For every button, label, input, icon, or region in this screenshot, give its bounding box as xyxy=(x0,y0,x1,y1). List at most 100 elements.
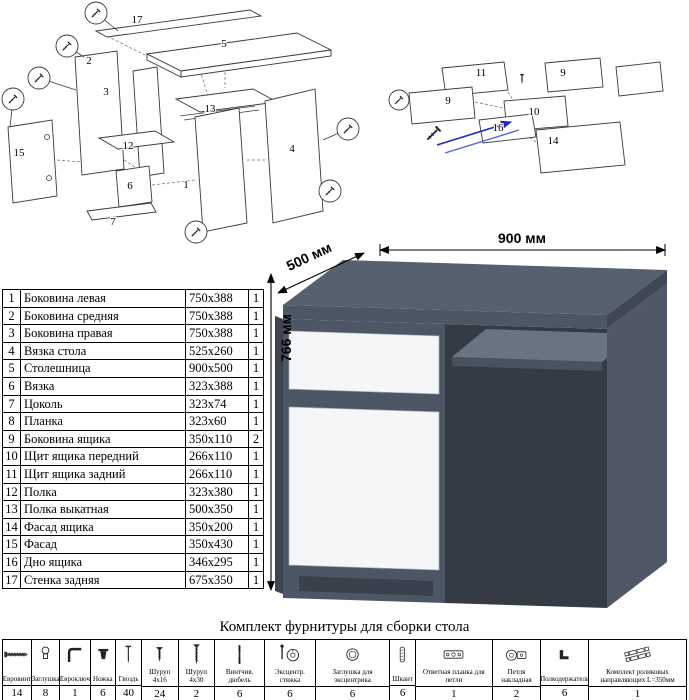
panel-rolling-shelf xyxy=(174,88,279,113)
panel-shelf xyxy=(97,130,176,150)
parts-table-row: 7 Цоколь 323x74 1 xyxy=(2,394,264,414)
hardware-item-label: Заглушка xyxy=(31,674,60,683)
hardware-item-cell: Ответная планка для петли 1 xyxy=(415,639,493,700)
assembled-desk-figure: 900 мм 500 мм 766 мм xyxy=(267,230,667,608)
part-label: 13 xyxy=(205,103,217,115)
part-qty: 1 xyxy=(248,341,264,361)
hardware-item-qty: 6 xyxy=(90,685,116,700)
part-label: 3 xyxy=(103,86,109,98)
hardware-item-label: Шкант xyxy=(392,674,413,683)
hardware-item-icon xyxy=(551,641,578,668)
hardware-item-cell: Евровинт 14 xyxy=(2,639,32,700)
hardware-item-label: Евровинт xyxy=(2,674,32,683)
parts-table-row: 2 Боковина средняя 750x388 1 xyxy=(2,306,264,326)
part-number: 5 xyxy=(2,359,21,378)
parts-list-table: 1 Боковина левая 750x388 1 2 Боковина ср… xyxy=(2,289,264,590)
parts-table-row: 15 Фасад 350x430 1 xyxy=(2,535,264,554)
hardware-item-icon xyxy=(226,641,253,668)
hardware-item-icon xyxy=(3,641,30,668)
part-name: Стенка задняя xyxy=(20,570,186,590)
hardware-item-iconbox xyxy=(215,640,264,668)
hardware-item-qty: 6 xyxy=(541,685,589,700)
part-label: 16 xyxy=(493,122,505,134)
panel-back-wall xyxy=(94,9,263,38)
parts-table-row: 11 Щит ящика задний 266x110 1 xyxy=(2,464,264,484)
fastener-callout xyxy=(84,1,119,32)
hardware-item-cell: Винтчив. дюбель 6 xyxy=(214,639,266,700)
hardware-item-icon xyxy=(276,641,303,668)
hardware-item-iconbox xyxy=(589,640,686,668)
panel-desktop-side-edge xyxy=(180,49,332,78)
part-number: 1 xyxy=(2,289,21,308)
hardware-kit-table: Евровинт 14 Заглушка 8 Е xyxy=(2,639,688,700)
hardware-item-label: Гвоздь xyxy=(118,674,139,683)
hardware-icon-glyph xyxy=(156,647,163,662)
part-size: 750x388 xyxy=(185,306,249,326)
panel-drawer-back xyxy=(441,61,509,97)
part-size: 266x110 xyxy=(185,447,249,466)
part-name: Фасад xyxy=(20,535,186,554)
exploded-drawer-diagram: 11 9 9 10 16 14 xyxy=(388,57,664,174)
part-label: 6 xyxy=(127,180,133,192)
door-front-white xyxy=(288,406,440,571)
hardware-icon-glyph xyxy=(193,644,200,664)
hardware-item-label: Винтчив. дюбель xyxy=(225,668,254,684)
hardware-icon-glyph xyxy=(238,645,241,664)
part-qty: 1 xyxy=(248,500,264,519)
part-label: 15 xyxy=(14,147,26,159)
hardware-item-cell: Шкант 6 xyxy=(389,639,417,700)
panel-desk-stretcher xyxy=(264,88,324,224)
part-label: 2 xyxy=(86,55,92,67)
hardware-icon-glyph xyxy=(281,644,299,660)
hardware-item-qty: 2 xyxy=(178,686,215,700)
hardware-item-label: Шуруп 4x16 xyxy=(149,668,171,684)
fastener-callout xyxy=(388,89,410,111)
panel-drawer-side-right xyxy=(544,57,604,93)
part-size: 525x260 xyxy=(185,341,249,361)
hardware-item-qty: 40 xyxy=(116,685,141,700)
panel-stretcher xyxy=(115,165,153,208)
panel-middle-side xyxy=(74,50,125,176)
hardware-item-label: Евроключ xyxy=(59,674,90,683)
part-name: Столешница xyxy=(20,359,186,378)
part-qty: 2 xyxy=(248,429,264,449)
part-qty: 1 xyxy=(248,552,264,572)
part-size: 323x74 xyxy=(185,394,249,414)
part-name: Планка xyxy=(20,412,186,431)
hardware-item-qty: 6 xyxy=(315,686,390,700)
part-label: 5 xyxy=(221,38,227,50)
panel-left-side xyxy=(194,107,248,233)
hardware-icon-glyph xyxy=(560,650,569,659)
part-number: 11 xyxy=(2,464,21,484)
fastener-callout xyxy=(27,66,77,91)
part-name: Боковина правая xyxy=(20,324,186,343)
hardware-icon-glyph xyxy=(5,651,29,656)
parts-table-row: 13 Полка выкатная 500x350 1 xyxy=(2,500,264,519)
hardware-item-label: Ответная планка для петли xyxy=(422,668,485,684)
hardware-item-label: Ножка xyxy=(93,674,113,683)
hardware-item-iconbox xyxy=(416,640,492,668)
height-dimension-label: 766 мм xyxy=(278,314,294,362)
hardware-item-iconbox xyxy=(390,640,415,668)
hardware-icon-glyph xyxy=(98,648,108,658)
part-number: 16 xyxy=(2,552,21,572)
hardware-item-iconbox xyxy=(541,640,588,668)
part-label: 7 xyxy=(110,216,116,228)
hardware-item-label: Комплект роликовых направляющих L=350мм xyxy=(600,668,675,684)
fastener-callout xyxy=(322,117,360,141)
hardware-item-icon xyxy=(91,641,116,668)
part-label: 9 xyxy=(560,67,566,79)
part-name: Дно ящика xyxy=(20,552,186,572)
parts-table-row: 17 Стенка задняя 675x350 1 xyxy=(2,570,264,590)
hardware-item-iconbox xyxy=(32,640,59,668)
part-number: 13 xyxy=(2,500,21,519)
parts-table-row: 8 Планка 323x60 1 xyxy=(2,412,264,431)
hardware-item-qty: 1 xyxy=(589,686,687,700)
hardware-item-cell: Заглушка для эксцентрика 6 xyxy=(314,639,391,700)
part-qty: 1 xyxy=(248,394,264,414)
dimension-width: 900 мм xyxy=(379,230,666,256)
hardware-item-label: Эксцентр. стяжка xyxy=(274,668,305,684)
part-qty: 1 xyxy=(248,289,264,308)
part-qty: 1 xyxy=(248,464,264,484)
hardware-item-cell: Комплект роликовых направляющих L=350мм … xyxy=(588,639,688,700)
